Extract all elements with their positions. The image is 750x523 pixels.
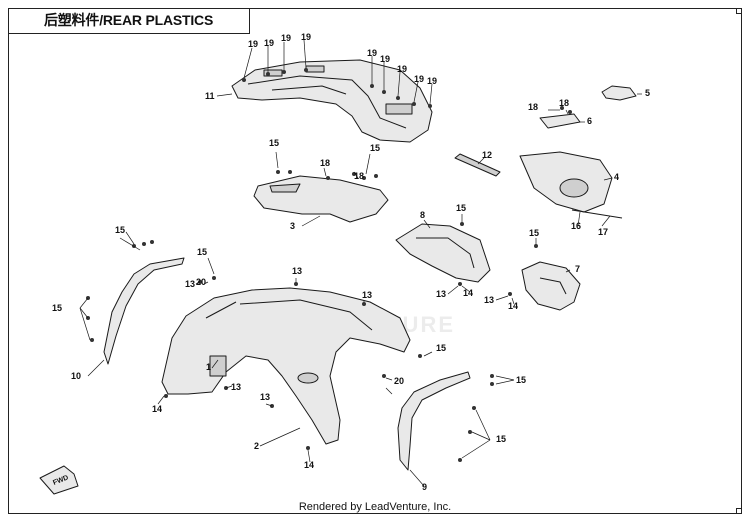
- title-box: [8, 8, 250, 34]
- callout-19[interactable]: 19: [281, 33, 291, 43]
- part-9-right-flap[interactable]: [397, 371, 471, 471]
- callout-17[interactable]: 17: [598, 227, 608, 237]
- callout-13[interactable]: 13: [362, 290, 372, 300]
- callout-13[interactable]: 13: [260, 392, 270, 402]
- callout-13[interactable]: 13: [484, 295, 494, 305]
- callout-15[interactable]: 15: [529, 228, 539, 238]
- footer-credit: Rendered by LeadVenture, Inc.: [298, 501, 452, 513]
- callout-18[interactable]: 18: [354, 171, 364, 181]
- callout-5[interactable]: 5: [645, 88, 650, 98]
- diagram-title: 后塑料件/REAR PLASTICS: [44, 12, 214, 28]
- callout-19[interactable]: 19: [367, 48, 377, 58]
- callout-2[interactable]: 2: [254, 441, 259, 451]
- callout-15[interactable]: 15: [370, 143, 380, 153]
- part-5-clip[interactable]: [601, 85, 637, 101]
- callout-19[interactable]: 19: [414, 74, 424, 84]
- callout-18[interactable]: 18: [528, 102, 538, 112]
- callout-13[interactable]: 13: [292, 266, 302, 276]
- part-3-rear-cover[interactable]: [253, 175, 389, 223]
- callout-4[interactable]: 4: [614, 172, 619, 182]
- callout-11[interactable]: 11: [205, 91, 215, 101]
- callout-15[interactable]: 15: [197, 247, 207, 257]
- callout-13[interactable]: 13: [436, 289, 446, 299]
- part-4-panel[interactable]: [519, 151, 613, 213]
- callout-20[interactable]: 20: [196, 277, 206, 287]
- callout-6[interactable]: 6: [587, 116, 592, 126]
- callout-12[interactable]: 12: [482, 150, 492, 160]
- callout-19[interactable]: 19: [301, 32, 311, 42]
- callout-15[interactable]: 15: [436, 343, 446, 353]
- callout-8[interactable]: 8: [420, 210, 425, 220]
- callout-10[interactable]: 10: [71, 371, 81, 381]
- callout-19[interactable]: 19: [397, 64, 407, 74]
- callout-19[interactable]: 19: [248, 39, 258, 49]
- callout-14[interactable]: 14: [304, 460, 314, 470]
- callout-3[interactable]: 3: [290, 221, 295, 231]
- frame-corner-mark: [736, 508, 742, 514]
- frame-corner-mark: [736, 8, 742, 14]
- callout-15[interactable]: 15: [52, 303, 62, 313]
- callout-14[interactable]: 14: [463, 288, 473, 298]
- part-12-strip[interactable]: [454, 153, 501, 177]
- part-11-rear-rack[interactable]: [231, 59, 433, 143]
- callout-18[interactable]: 18: [559, 98, 569, 108]
- part-8-side-panel[interactable]: [395, 223, 491, 283]
- part-6-bracket[interactable]: [539, 113, 581, 129]
- callout-18[interactable]: 18: [320, 158, 330, 168]
- callout-19[interactable]: 19: [380, 54, 390, 64]
- leader-lines: [79, 39, 642, 487]
- fasteners: [86, 68, 572, 462]
- callout-16[interactable]: 16: [571, 221, 581, 231]
- callout-13[interactable]: 13: [231, 382, 241, 392]
- part-10-left-flap[interactable]: [103, 257, 185, 365]
- callout-19[interactable]: 19: [264, 38, 274, 48]
- callout-15[interactable]: 15: [456, 203, 466, 213]
- drawing-frame: [8, 8, 742, 514]
- part-16-17-rod[interactable]: [571, 209, 623, 219]
- callout-20[interactable]: 20: [394, 376, 404, 386]
- callout-14[interactable]: 14: [152, 404, 162, 414]
- callout-19[interactable]: 19: [427, 76, 437, 86]
- callout-15[interactable]: 15: [496, 434, 506, 444]
- callout-13[interactable]: 13: [185, 279, 195, 289]
- fwd-arrow-icon: [39, 465, 79, 495]
- callout-15[interactable]: 15: [516, 375, 526, 385]
- callout-14[interactable]: 14: [508, 301, 518, 311]
- callout-1[interactable]: 1: [206, 362, 211, 372]
- callout-7[interactable]: 7: [575, 264, 580, 274]
- part-1-rear-fender[interactable]: [161, 287, 411, 445]
- callout-15[interactable]: 15: [269, 138, 279, 148]
- callout-9[interactable]: 9: [422, 482, 427, 492]
- part-7-side-cover[interactable]: [521, 261, 581, 311]
- callout-15[interactable]: 15: [115, 225, 125, 235]
